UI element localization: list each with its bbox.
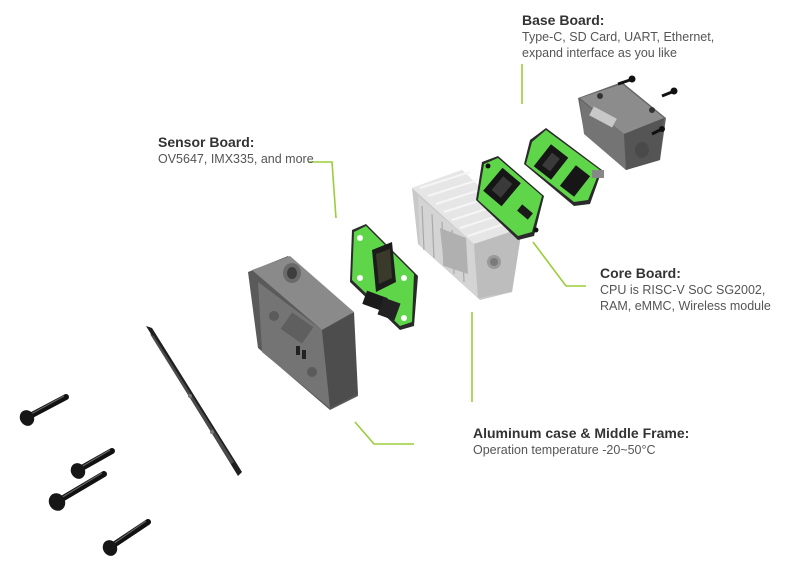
callout-aluminum-case: Aluminum case & Middle Frame: Operation … — [473, 425, 689, 458]
callout-base-board: Base Board: Type-C, SD Card, UART, Ether… — [522, 12, 714, 61]
front-plate — [146, 326, 242, 476]
screws — [19, 394, 151, 556]
screw-icon — [617, 75, 636, 86]
callout-core-board: Core Board: CPU is RISC-V SoC SG2002, RA… — [600, 265, 771, 314]
callout-title: Sensor Board: — [158, 134, 255, 150]
core-board — [476, 156, 544, 240]
back-screws — [617, 75, 678, 136]
callout-line: CPU is RISC-V SoC SG2002, — [600, 283, 766, 297]
callout-line: expand interface as you like — [522, 46, 677, 60]
screw-icon — [651, 126, 665, 136]
screw-icon — [19, 394, 69, 426]
screw-icon — [102, 519, 151, 556]
callout-title: Core Board: — [600, 265, 681, 281]
leader-lines — [308, 64, 586, 445]
screw-icon — [48, 471, 107, 511]
leader-line-sensor-board — [308, 161, 337, 219]
front-case — [248, 256, 358, 410]
callout-line: RAM, eMMC, Wireless module — [600, 299, 771, 313]
screw-icon — [661, 87, 678, 98]
base-board — [524, 128, 604, 206]
screw-icon — [70, 448, 115, 479]
leader-line-core-board — [532, 241, 586, 287]
callout-line: Operation temperature -20~50°C — [473, 443, 656, 457]
callout-title: Aluminum case & Middle Frame: — [473, 425, 690, 441]
back-case — [578, 82, 666, 170]
callout-title: Base Board: — [522, 12, 605, 28]
callout-line: Type-C, SD Card, UART, Ethernet, — [522, 30, 715, 44]
sensor-board — [350, 224, 418, 330]
callout-line: OV5647, IMX335, and more — [158, 152, 314, 166]
callout-sensor-board: Sensor Board: OV5647, IMX335, and more — [158, 134, 314, 167]
leader-line-aluminum-case — [354, 421, 414, 445]
